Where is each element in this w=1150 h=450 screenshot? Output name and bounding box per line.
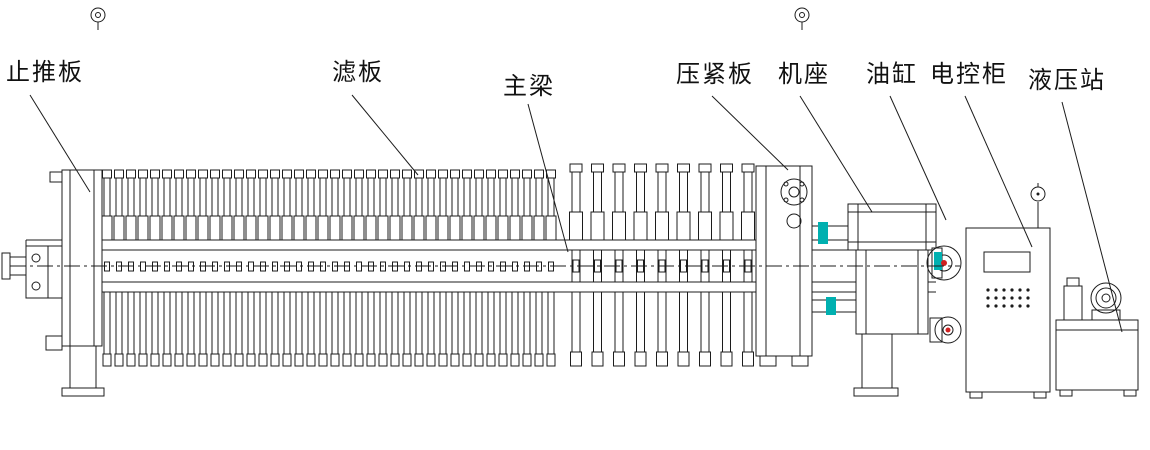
label-main-beam: 主梁 <box>503 74 555 100</box>
top-lug-marks <box>90 7 810 30</box>
label-thrust-plate: 止推板 <box>6 60 84 86</box>
label-pressing-plate: 压紧板 <box>676 62 754 88</box>
label-oil-cylinder: 油缸 <box>866 62 918 88</box>
label-filter-plate: 滤板 <box>332 60 384 86</box>
leader-lines <box>29 94 1123 333</box>
label-hydraulic-station: 液压站 <box>1028 68 1106 94</box>
label-machine-base: 机座 <box>778 62 830 88</box>
label-control-cabinet: 电控柜 <box>930 62 1008 88</box>
filter-press-drawing <box>1 163 1139 399</box>
